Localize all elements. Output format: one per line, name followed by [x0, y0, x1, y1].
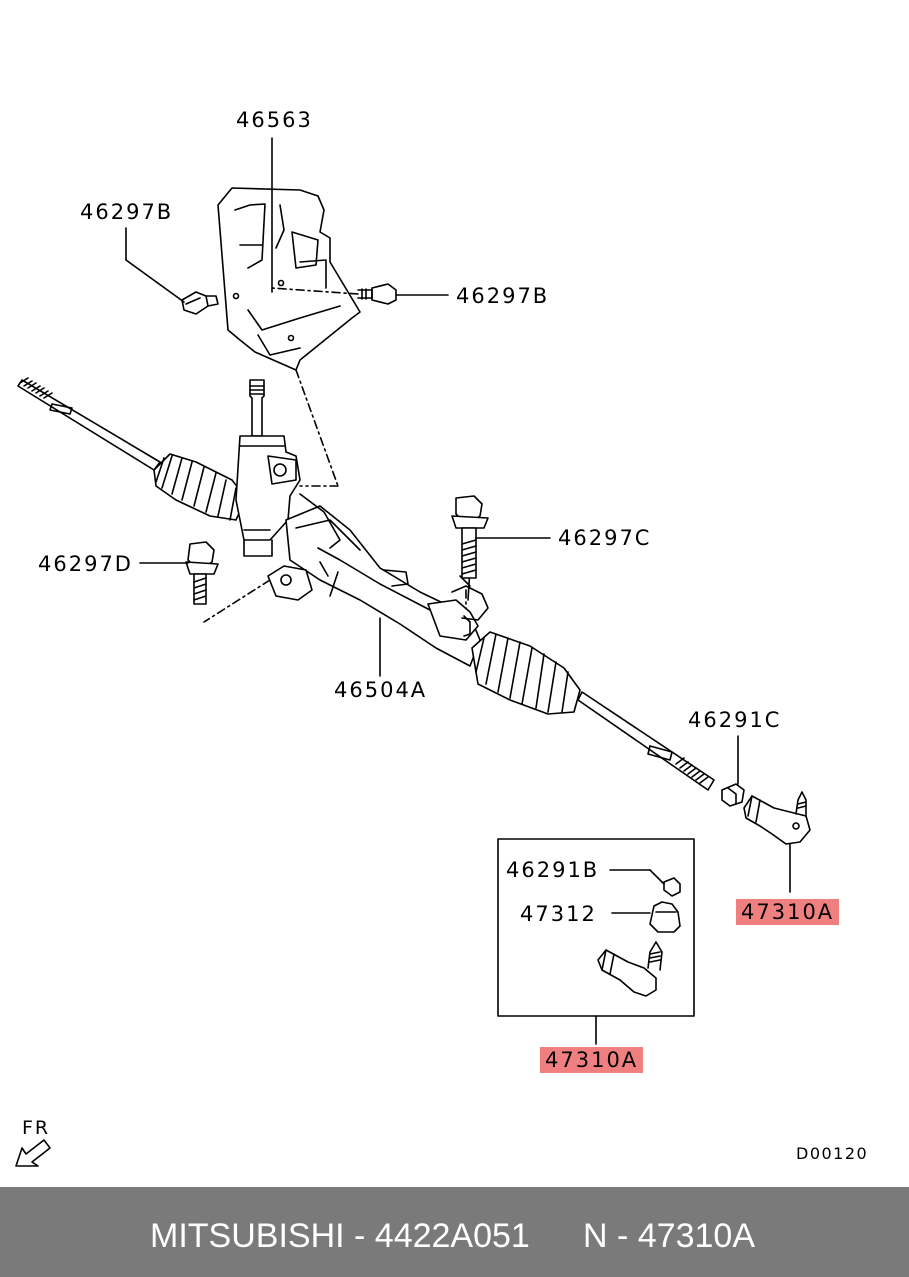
diagram-code: D00120 — [796, 1144, 869, 1163]
label-47310a-bottom: 47310A — [540, 1047, 644, 1073]
pinion-housing — [235, 379, 301, 557]
dust-boot-47312 — [649, 901, 681, 933]
nut-46291c — [721, 783, 745, 807]
steering-rack-diagram — [15, 137, 811, 1167]
footer-bar: MITSUBISHI - 4422A051 N - 47310A — [0, 1187, 909, 1277]
bolt-46297b-right — [357, 283, 397, 305]
label-46297b-right: 46297B — [456, 284, 550, 308]
label-46504a: 46504A — [334, 678, 428, 702]
rack-housing — [267, 493, 489, 667]
right-tie-rod — [577, 691, 715, 791]
nut-46291b — [663, 877, 681, 897]
left-tie-rod — [17, 377, 161, 471]
label-46291c: 46291C — [688, 708, 782, 732]
left-boot — [153, 453, 247, 521]
label-46297b-left: 46297B — [80, 200, 174, 224]
right-boot — [471, 631, 581, 715]
footer-ref: N - 47310A — [583, 1217, 755, 1255]
label-46563: 46563 — [236, 108, 313, 132]
label-fr: FR — [22, 1117, 51, 1139]
bolt-46297b-left — [181, 291, 219, 315]
label-47312: 47312 — [520, 902, 597, 926]
label-46297c: 46297C — [558, 526, 652, 550]
label-46297d: 46297D — [38, 552, 133, 576]
bolt-46297d — [185, 541, 219, 605]
tie-rod-end-kit — [597, 941, 663, 997]
bolt-46297c — [451, 495, 489, 579]
tie-rod-end-main — [743, 791, 811, 845]
label-46291b: 46291B — [506, 858, 600, 882]
front-arrow-icon — [15, 1139, 51, 1167]
label-47310a-right: 47310A — [736, 899, 840, 925]
heat-shield — [217, 187, 361, 371]
footer-brand-part: MITSUBISHI - 4422A051 — [150, 1217, 530, 1255]
